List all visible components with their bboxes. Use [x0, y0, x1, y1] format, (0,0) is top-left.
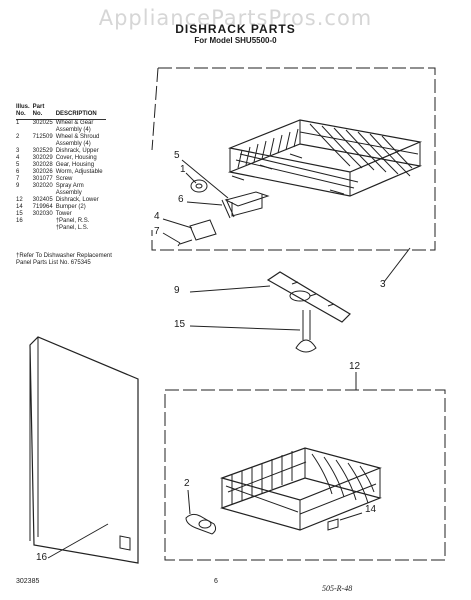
table-row: †Panel, L.S. — [55, 225, 89, 231]
callout-1: 1 — [180, 164, 186, 175]
side-panel — [29, 336, 139, 564]
screw — [177, 239, 193, 247]
header-illus: Illus.No. — [16, 104, 33, 120]
upper-rack-frame — [151, 67, 436, 251]
callout-4: 4 — [154, 211, 160, 222]
callout-9: 9 — [174, 285, 180, 296]
callout-7: 7 — [154, 226, 160, 237]
header-description: DESCRIPTION — [55, 104, 106, 120]
watermark-text: AppliancePartsPros.com — [98, 6, 373, 30]
callout-12: 12 — [349, 361, 361, 372]
callout-2: 2 — [184, 478, 190, 489]
lower-dishrack-drawing — [220, 447, 382, 531]
handwritten-note: 505-R-48 — [322, 584, 353, 593]
footnote-line-1: †Refer To Dishwasher Replacement — [16, 253, 112, 259]
page-subtitle: For Model SHU5500-0 — [194, 36, 277, 45]
wheel-gear-assembly — [190, 179, 208, 193]
gear-housing — [224, 191, 270, 217]
page-number: 6 — [214, 578, 218, 585]
callout-3: 3 — [380, 279, 386, 290]
table-row: 16†Panel, R.S. — [16, 218, 90, 224]
bumper — [327, 518, 339, 531]
table-row: Assembly (4) — [55, 141, 91, 147]
wheel-shroud-assembly — [185, 513, 217, 535]
callout-5: 5 — [174, 150, 180, 161]
callout-16: 16 — [36, 552, 48, 563]
upper-dishrack-drawing — [227, 119, 423, 197]
footnote: †Refer To Dishwasher Replacement Panel P… — [16, 253, 146, 267]
lower-rack-frame — [164, 389, 446, 561]
callout-6: 6 — [178, 194, 184, 205]
document-number: 302385 — [16, 578, 40, 585]
housing-cover — [189, 219, 217, 241]
table-row: Assembly (4) — [55, 127, 91, 133]
adjustable-worm — [221, 198, 235, 219]
tower — [295, 310, 317, 353]
footnote-line-2: Panel Parts List No. 675345 — [16, 260, 91, 266]
spray-arm — [266, 271, 351, 323]
table-row: Assembly — [55, 190, 82, 196]
callout-15: 15 — [174, 319, 186, 330]
page-title: DISHRACK PARTS — [175, 22, 296, 36]
callout-14: 14 — [365, 504, 377, 515]
